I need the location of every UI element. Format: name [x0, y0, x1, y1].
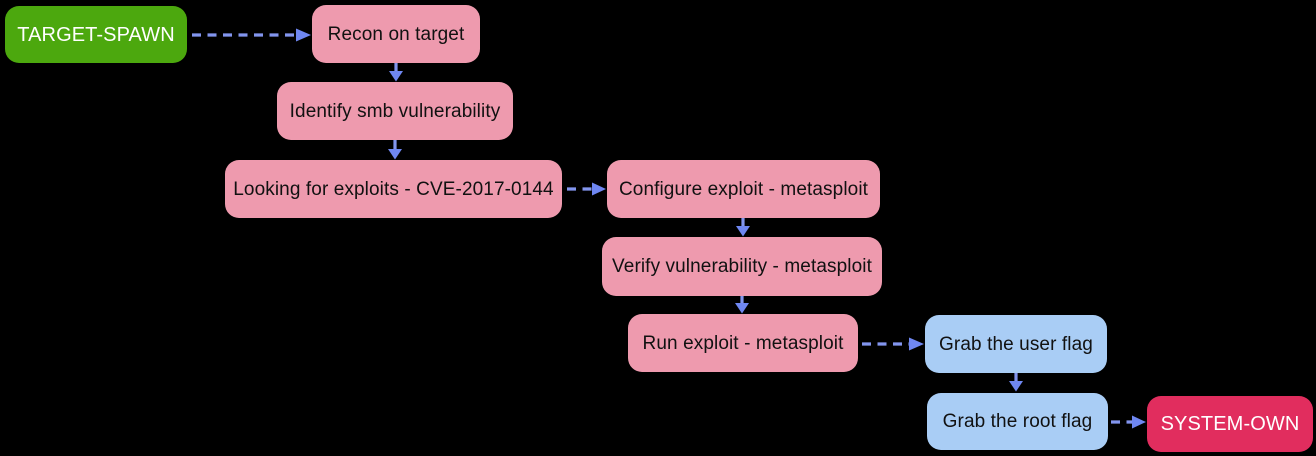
node-target-spawn: TARGET-SPAWN: [5, 6, 187, 63]
edge-recon-to-identify: [389, 63, 403, 82]
edge-verify-to-run: [735, 296, 749, 314]
node-identify-smb-vulnerability: Identify smb vulnerability: [277, 82, 513, 140]
node-run-exploit: Run exploit - metasploit: [628, 314, 858, 372]
edge-identify-to-looking: [388, 140, 402, 160]
node-recon-on-target: Recon on target: [312, 5, 480, 63]
node-grab-user-flag: Grab the user flag: [925, 315, 1107, 373]
edge-looking-to-configure: [567, 182, 606, 196]
edge-root-flag-to-system-own: [1111, 415, 1146, 429]
node-system-own: SYSTEM-OWN: [1147, 396, 1313, 452]
node-configure-exploit: Configure exploit - metasploit: [607, 160, 880, 218]
edge-target-spawn-to-recon: [192, 28, 311, 42]
edge-run-to-user-flag: [862, 337, 924, 351]
edge-user-flag-to-root-flag: [1009, 373, 1023, 392]
node-verify-vulnerability: Verify vulnerability - metasploit: [602, 237, 882, 296]
node-looking-for-exploits: Looking for exploits - CVE-2017-0144: [225, 160, 562, 218]
node-grab-root-flag: Grab the root flag: [927, 393, 1108, 450]
edge-configure-to-verify: [736, 218, 750, 237]
